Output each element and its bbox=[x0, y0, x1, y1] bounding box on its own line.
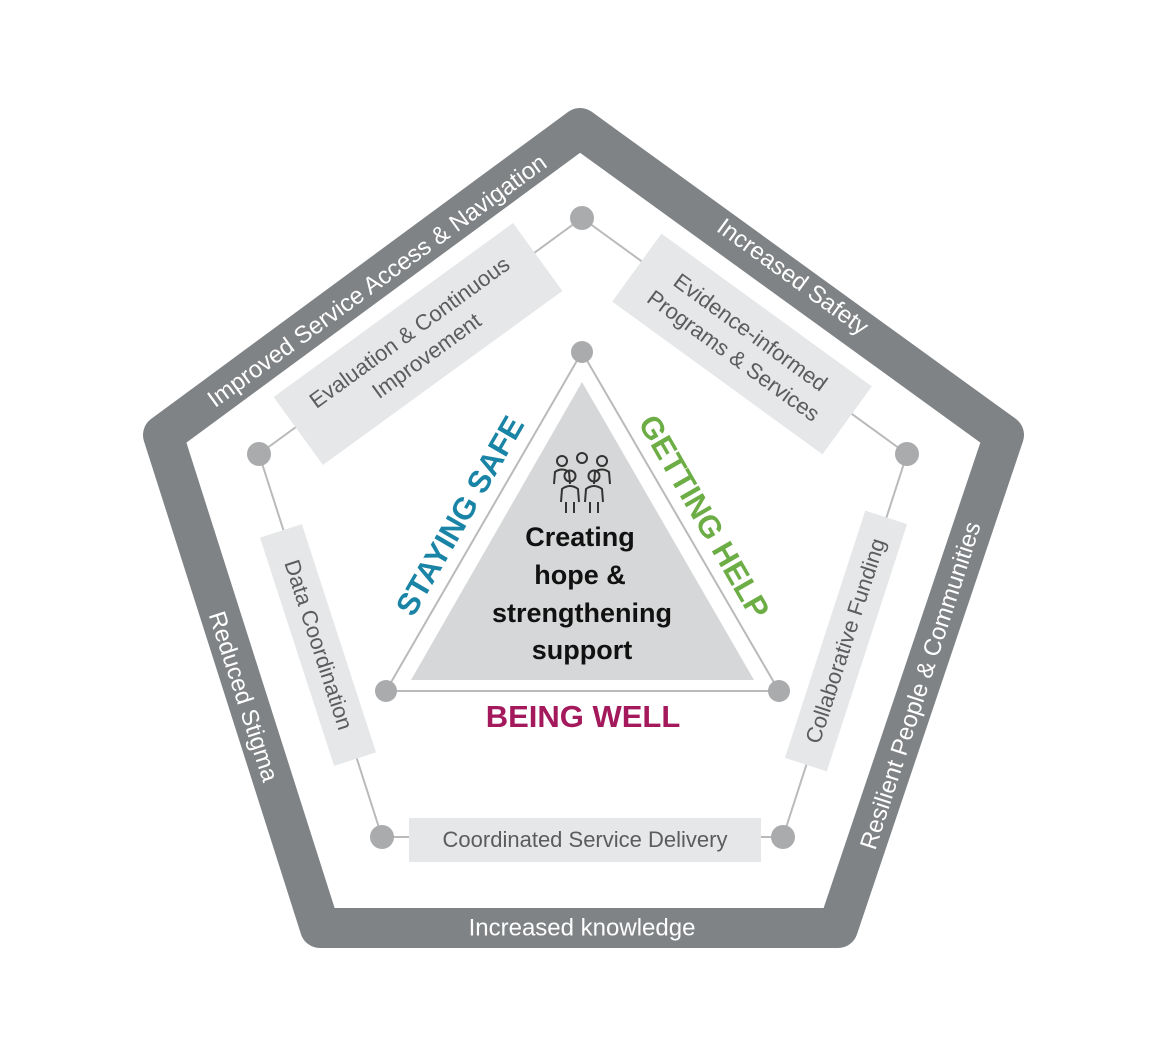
triangle-node-top bbox=[571, 341, 593, 363]
outcome-increased-knowledge: Increased knowledge bbox=[469, 914, 696, 941]
label-box bbox=[612, 233, 872, 455]
coordinated-service-label: Coordinated Service Delivery bbox=[443, 827, 728, 852]
center-line-3: strengthening bbox=[492, 598, 672, 628]
label-box bbox=[273, 223, 563, 465]
label-box bbox=[259, 524, 377, 766]
collaborative-funding-label: Collaborative Funding bbox=[800, 535, 890, 746]
center-triangle bbox=[411, 382, 754, 680]
triangle-node-right bbox=[768, 680, 790, 702]
theme-being-well: BEING WELL bbox=[486, 699, 681, 734]
node-right bbox=[895, 442, 919, 466]
center-line-1: Creating bbox=[525, 522, 635, 552]
outer-pentagon bbox=[143, 108, 1024, 948]
node-left bbox=[247, 442, 271, 466]
node-bottom-left bbox=[370, 825, 394, 849]
node-top bbox=[570, 206, 594, 230]
strategy-coordinated-service: Coordinated Service Delivery bbox=[409, 818, 761, 862]
people-group-icon bbox=[553, 452, 611, 513]
label-box bbox=[784, 510, 908, 772]
center-line-2: hope & bbox=[534, 560, 626, 590]
triangle-node-left bbox=[375, 680, 397, 702]
inner-triangle-outline bbox=[384, 350, 781, 692]
label-box bbox=[409, 818, 761, 862]
node-bottom-right bbox=[771, 825, 795, 849]
center-line-4: support bbox=[532, 635, 633, 665]
